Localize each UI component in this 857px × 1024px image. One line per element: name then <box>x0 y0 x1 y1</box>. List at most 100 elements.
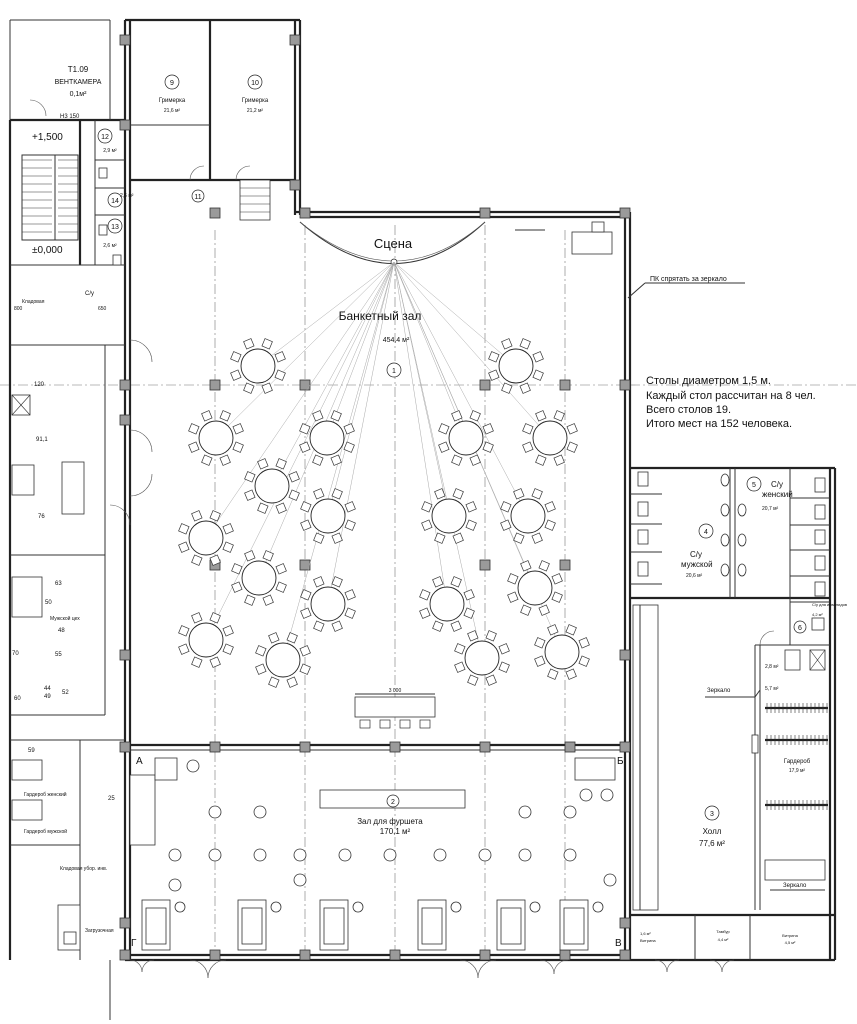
chair <box>469 410 481 422</box>
chair <box>191 612 203 624</box>
chair <box>299 663 311 675</box>
chair <box>300 501 312 513</box>
chair <box>432 576 444 588</box>
round-table <box>240 348 276 384</box>
tables-note: Столы диаметром 1,5 м. Каждый стол рассч… <box>646 375 816 430</box>
sofa <box>319 899 364 951</box>
chair <box>201 410 213 422</box>
chair <box>532 369 544 381</box>
chair <box>488 351 500 363</box>
chair <box>565 668 577 680</box>
chair <box>520 560 532 572</box>
chair <box>566 441 578 453</box>
cocktail-table <box>383 848 397 862</box>
chair <box>222 643 234 655</box>
chair <box>432 620 444 632</box>
chair <box>261 382 273 394</box>
chair <box>419 589 431 601</box>
banquet-table <box>454 630 510 686</box>
wc-disabled-area: 4,2 м² <box>812 612 823 617</box>
round-table <box>265 642 301 678</box>
buffet-hall-number-circle <box>386 794 400 808</box>
banquet-table <box>244 458 300 514</box>
chair <box>286 676 298 688</box>
cocktail-table <box>563 805 577 819</box>
n49: 49 <box>44 694 51 700</box>
chair <box>300 589 312 601</box>
banquet-hall-number-circle <box>386 362 402 378</box>
buffet-hall-number: 2 <box>391 799 395 806</box>
chair <box>507 573 519 585</box>
chair <box>313 488 325 500</box>
chair <box>463 589 475 601</box>
grid-axes <box>0 225 857 960</box>
wardrobe-area: 17,9 м² <box>789 768 806 774</box>
banquet-hall-name: Банкетный зал <box>339 309 422 323</box>
chair <box>232 441 244 453</box>
chair <box>191 656 203 668</box>
chair <box>501 338 513 350</box>
round-table <box>532 420 568 456</box>
cocktail-table <box>253 848 267 862</box>
banquet-table <box>438 410 494 466</box>
chair <box>230 369 242 381</box>
cocktail-table <box>293 848 307 862</box>
chair <box>230 351 242 363</box>
chair <box>465 519 477 531</box>
n44: 44 <box>44 686 51 692</box>
pantry-left: Кладовая <box>22 299 45 305</box>
vestibule-name: Тамбур <box>716 929 730 934</box>
chair <box>313 620 325 632</box>
chair <box>313 532 325 544</box>
chair <box>485 630 497 642</box>
chair <box>465 501 477 513</box>
wardrobe-name: Гардероб <box>784 759 811 765</box>
chair <box>274 369 286 381</box>
chair <box>268 632 280 644</box>
chair <box>275 458 287 470</box>
room-12-area: 2,9 м² <box>103 148 117 154</box>
chair <box>222 625 234 637</box>
banquet-table <box>507 560 563 616</box>
chair <box>313 576 325 588</box>
chair <box>330 410 342 422</box>
level-n150: Н3 150 <box>60 114 80 120</box>
chair <box>257 458 269 470</box>
banquet-table <box>255 632 311 688</box>
chair <box>566 423 578 435</box>
chair <box>299 645 311 657</box>
banquet-table <box>178 612 234 668</box>
chair <box>178 523 190 535</box>
n52: 52 <box>62 690 69 696</box>
chair <box>498 661 510 673</box>
chair <box>299 441 311 453</box>
chair <box>450 620 462 632</box>
hall-left-doors <box>109 339 153 526</box>
axis-b: Б <box>617 756 624 767</box>
chair <box>286 632 298 644</box>
sofa <box>237 899 282 951</box>
dressing-10-number: 10 <box>251 80 259 87</box>
hall-number: 3 <box>710 811 714 818</box>
round-table <box>198 420 234 456</box>
cocktail-table <box>563 848 577 862</box>
chair <box>434 532 446 544</box>
chair <box>500 519 512 531</box>
small-rooms: 12 2,9 м² 14 2,6 м² 13 2,6 м² <box>95 128 134 266</box>
chair <box>451 454 463 466</box>
round-table <box>517 570 553 606</box>
banquet-table <box>178 510 234 566</box>
chair <box>299 423 311 435</box>
n120: 120 <box>34 382 45 388</box>
chair <box>191 554 203 566</box>
axis-v: В <box>615 938 622 949</box>
chair <box>535 454 547 466</box>
n63: 63 <box>55 581 62 587</box>
round-table <box>254 468 290 504</box>
hall-wardrobe: Зеркало 5,7 м² Гардероб 17,9 м² 3 Холл 7… <box>632 604 828 973</box>
round-table <box>510 498 546 534</box>
dressing-10-name: Гримерка <box>242 98 269 104</box>
wc-left: С/у <box>85 291 94 297</box>
banquet-table <box>522 410 578 466</box>
